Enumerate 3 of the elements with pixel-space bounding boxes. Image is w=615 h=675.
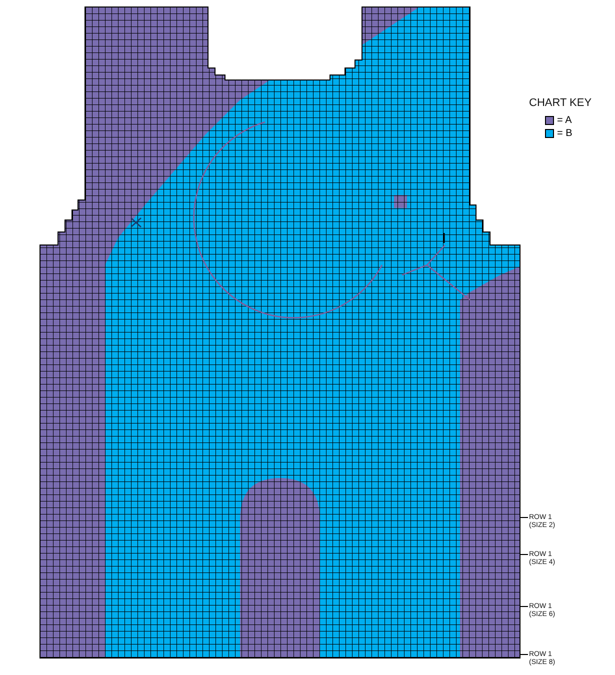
legend-text: = B bbox=[557, 128, 572, 139]
legend-text: = A bbox=[557, 115, 572, 126]
key-heading: CHART KEY bbox=[529, 97, 592, 109]
